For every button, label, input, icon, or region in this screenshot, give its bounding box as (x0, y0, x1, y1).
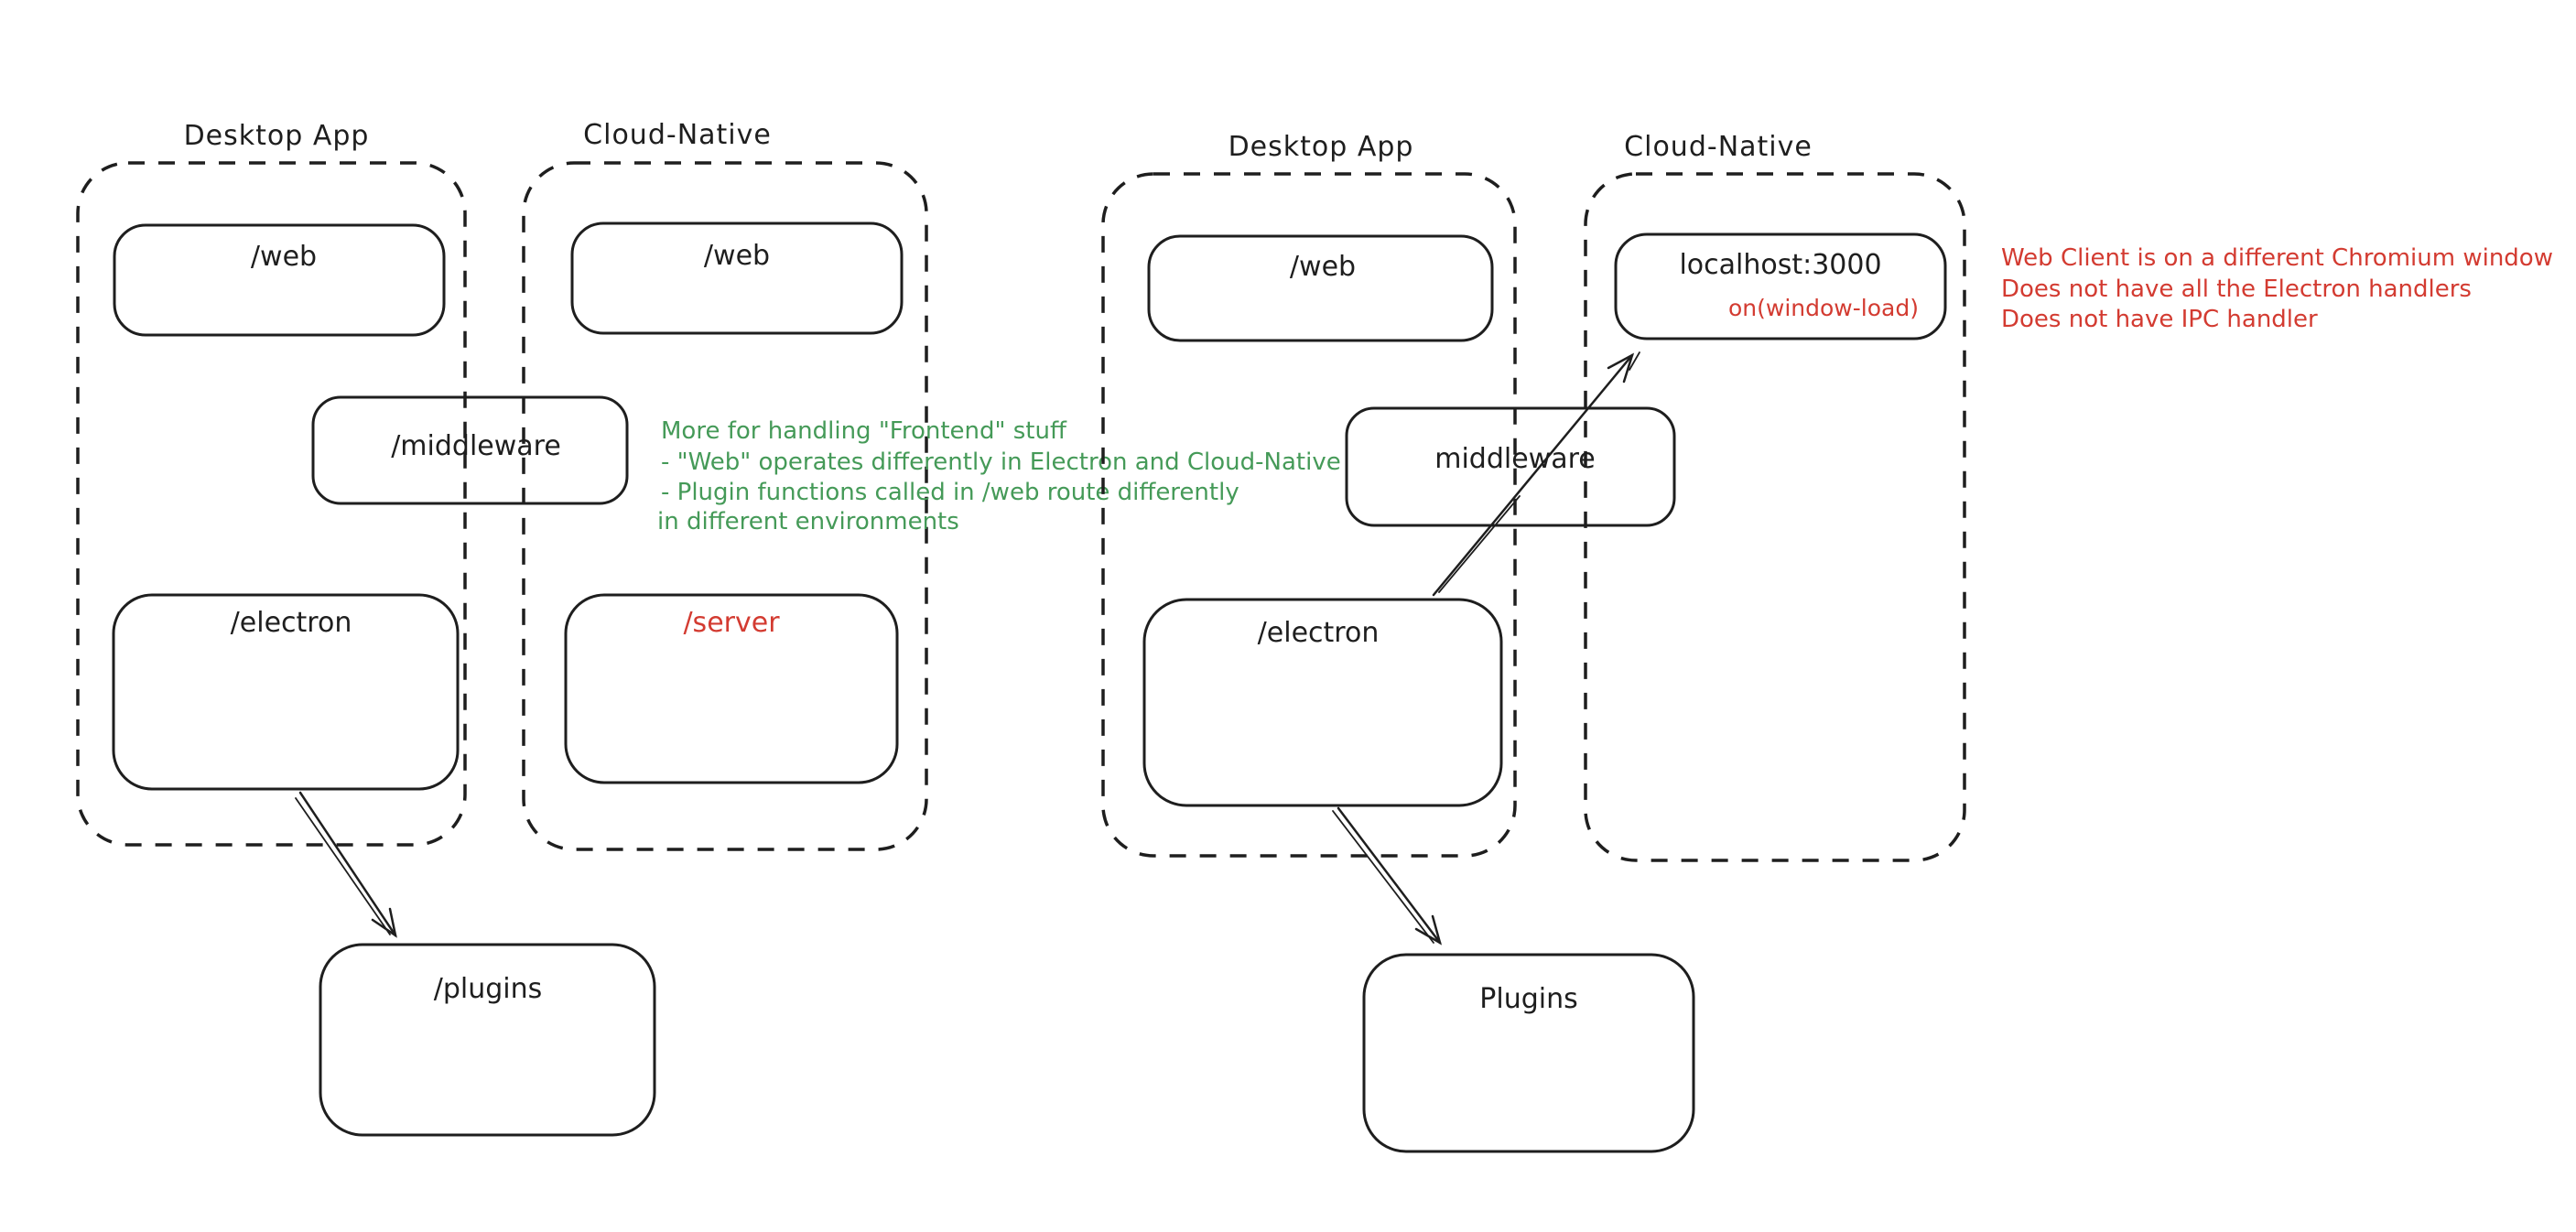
green-note-line-1: More for handling "Frontend" stuff (661, 417, 1067, 445)
left-server-box (564, 593, 899, 784)
right-plugins-label: Plugins (1479, 983, 1577, 1015)
right-electron-to-plugins-arrow (1332, 806, 1443, 946)
left-cloud-native-label: Cloud-Native (583, 119, 772, 151)
red-note-line-3: Does not have IPC handler (2001, 306, 2318, 333)
right-window-load-label: on(window-load) (1728, 295, 1919, 321)
green-note-line-2: - "Web" operates differently in Electron… (661, 448, 1341, 476)
right-diagram: Desktop App Cloud-Native /web localhost:… (1101, 131, 2553, 1153)
right-middleware-label: middleware (1434, 443, 1596, 475)
left-green-note: More for handling "Frontend" stuff - "We… (657, 417, 1341, 535)
right-web-box (1147, 234, 1494, 342)
red-note-line-2: Does not have all the Electron handlers (2001, 276, 2472, 303)
right-electron-label: /electron (1258, 617, 1380, 649)
green-note-line-3: - Plugin functions called in /web route … (661, 479, 1239, 506)
left-web-cloud-label: /web (704, 240, 770, 272)
left-web-cloud-box (570, 222, 904, 335)
left-web-desktop-box (113, 223, 446, 337)
left-server-label: /server (683, 607, 780, 639)
left-electron-to-plugins-arrow (295, 791, 397, 938)
right-middleware-box (1345, 406, 1676, 527)
right-cloud-native-label: Cloud-Native (1624, 131, 1813, 163)
left-desktop-app-label: Desktop App (184, 120, 370, 152)
right-localhost-label: localhost:3000 (1679, 249, 1881, 281)
left-web-desktop-label: /web (251, 241, 317, 273)
left-middleware-label: /middleware (391, 430, 561, 462)
left-middleware-box (311, 395, 629, 505)
right-cloud-native-container (1584, 172, 1966, 862)
left-plugins-box (319, 943, 656, 1137)
right-electron-to-localhost-arrow (1432, 351, 1640, 597)
right-web-label: /web (1290, 251, 1356, 283)
left-diagram: Desktop App Cloud-Native /web /web /midd… (76, 119, 1341, 1137)
red-note-line-1: Web Client is on a different Chromium wi… (2001, 244, 2553, 272)
right-desktop-app-container (1101, 172, 1517, 858)
left-electron-label: /electron (231, 607, 352, 639)
right-red-note: Web Client is on a different Chromium wi… (2001, 244, 2553, 333)
right-plugins-box (1362, 953, 1695, 1153)
right-electron-box (1142, 598, 1503, 807)
right-desktop-app-label: Desktop App (1228, 131, 1414, 163)
left-electron-box (112, 593, 460, 791)
green-note-line-4: in different environments (657, 508, 959, 535)
right-localhost-box (1614, 232, 1947, 340)
left-cloud-native-container (522, 161, 928, 851)
left-plugins-label: /plugins (434, 973, 543, 1005)
